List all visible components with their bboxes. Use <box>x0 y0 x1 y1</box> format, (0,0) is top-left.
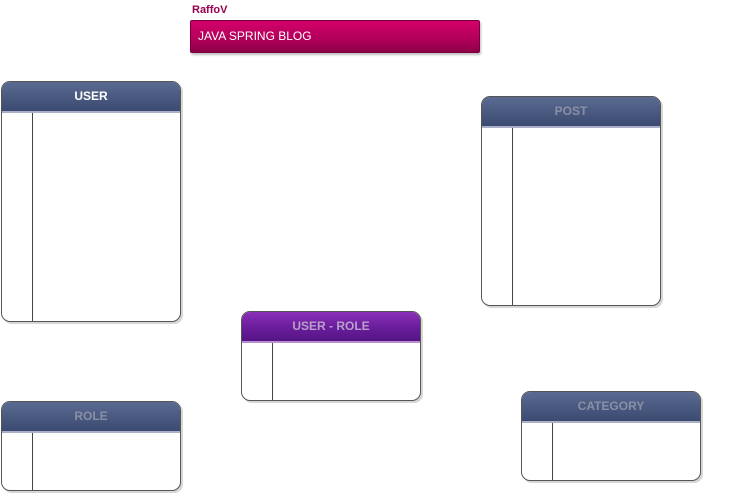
entity-category-header: CATEGORY <box>522 392 700 423</box>
entity-user-header: USER <box>2 82 180 113</box>
entity-user-column-divider <box>32 113 33 321</box>
author-label: RaffoV <box>192 4 228 16</box>
entity-post-column-divider <box>512 128 513 305</box>
entity-role-header: ROLE <box>2 402 180 433</box>
entity-user: USER <box>1 81 183 324</box>
entity-category-column-divider <box>552 423 553 480</box>
entity-user-role-header: USER - ROLE <box>242 312 420 343</box>
entity-post: POST <box>481 96 663 308</box>
entity-role: ROLE <box>1 401 183 493</box>
entity-category: CATEGORY <box>521 391 703 483</box>
entity-role-column-divider <box>32 433 33 490</box>
entity-user-role-column-divider <box>272 343 273 400</box>
entity-post-header: POST <box>482 97 660 128</box>
entity-user-role: USER - ROLE <box>241 311 423 403</box>
diagram-title-banner: JAVA SPRING BLOG <box>190 20 480 53</box>
